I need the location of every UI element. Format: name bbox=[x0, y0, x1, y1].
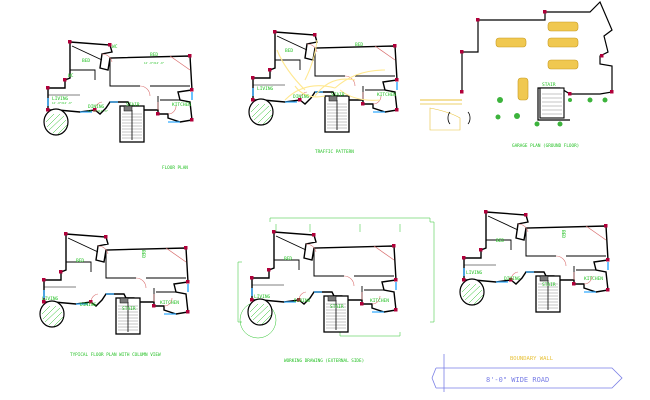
garage-plan-panel: STAIR bbox=[420, 0, 614, 131]
boundary-wall-label: BOUNDARY WALL bbox=[510, 356, 554, 362]
room-label-kitchen: KITCHEN bbox=[160, 300, 179, 306]
room-label-bed: BED bbox=[355, 42, 363, 48]
room-label-dining: DINING bbox=[504, 276, 521, 282]
room-label-bed-2: BED bbox=[496, 238, 504, 244]
traffic-pattern-panel: BED BED LIVING DINING KITCHEN STAIR bbox=[248, 29, 400, 133]
road: BOUNDARY WALL 8'-0" WIDE ROAD bbox=[431, 354, 623, 392]
room-label-living: LIVING bbox=[42, 296, 59, 302]
room-label-dining: DINING bbox=[293, 94, 310, 100]
room-label-stair: STAIR bbox=[122, 306, 136, 312]
room-label-wc: WC bbox=[112, 44, 118, 50]
room-dim-dining: 12'-0"X14'-0" bbox=[88, 109, 109, 113]
room-label-kitchen: KITCHEN bbox=[370, 298, 389, 304]
working-drawing-panel: BED LIVING DINING KITCHEN STAIR bbox=[237, 217, 435, 339]
room-label-dining: DINING bbox=[80, 302, 97, 308]
room-label-kitchen: KITCHEN bbox=[172, 102, 191, 108]
room-label-wc-2: WC bbox=[68, 73, 74, 79]
caption-working-drawing: WORKING DRAWING (EXTERNAL SIDE) bbox=[284, 358, 364, 364]
room-label-kitchen: KITCHEN bbox=[584, 276, 603, 282]
room-label-kitchen: KITCHEN bbox=[377, 92, 396, 98]
caption-traffic-pattern: TRAFFIC PATTERN bbox=[315, 149, 354, 155]
room-label-bed: BED bbox=[140, 250, 146, 258]
room-label-bed-2: BED bbox=[82, 58, 90, 64]
room-label-living: LIVING bbox=[257, 86, 274, 92]
room-label-stair: STAIR bbox=[330, 304, 344, 310]
floor-plan-panel: BED BED 12'-0"X14'-0" LIVING 12'-0"X14'-… bbox=[43, 39, 195, 143]
typical-floor-plan-panel: BED BED LIVING DINING KITCHEN STAIR bbox=[39, 231, 191, 335]
room-label-stair: STAIR bbox=[542, 282, 556, 288]
garage-stair-label: STAIR bbox=[542, 82, 556, 88]
room-dim-living: 12'-0"X14'-0" bbox=[52, 101, 73, 105]
caption-floor-plan: FLOOR PLAN bbox=[162, 165, 188, 171]
room-label-living: LIVING bbox=[52, 96, 69, 102]
room-label-bed-2: BED bbox=[284, 256, 292, 262]
room-label-bed-2: BED bbox=[76, 258, 84, 264]
room-label-bed: BED bbox=[560, 230, 566, 238]
room-label-dining: DINING bbox=[88, 104, 105, 110]
site-plan-panel: BED BED LIVING DINING KITCHEN STAIR bbox=[459, 209, 611, 313]
room-label-bed-2: BED bbox=[285, 48, 293, 54]
room-label-dining: DINING bbox=[294, 298, 311, 304]
room-label-living: LIVING bbox=[254, 294, 271, 300]
room-label-stair: STAIR bbox=[126, 102, 140, 108]
caption-typical-floor-plan: TYPICAL FLOOR PLAN WITH COLUMN VIEW bbox=[70, 352, 161, 358]
room-label-living: LIVING bbox=[466, 270, 483, 276]
road-label: 8'-0" WIDE ROAD bbox=[486, 376, 549, 384]
room-label-stair: STAIR bbox=[331, 92, 345, 98]
room-label-bed: BED bbox=[150, 52, 158, 58]
room-dim: 12'-0"X14'-0" bbox=[144, 61, 165, 65]
caption-garage-plan: GARAGE PLAN (GROUND FLOOR) bbox=[512, 143, 579, 149]
